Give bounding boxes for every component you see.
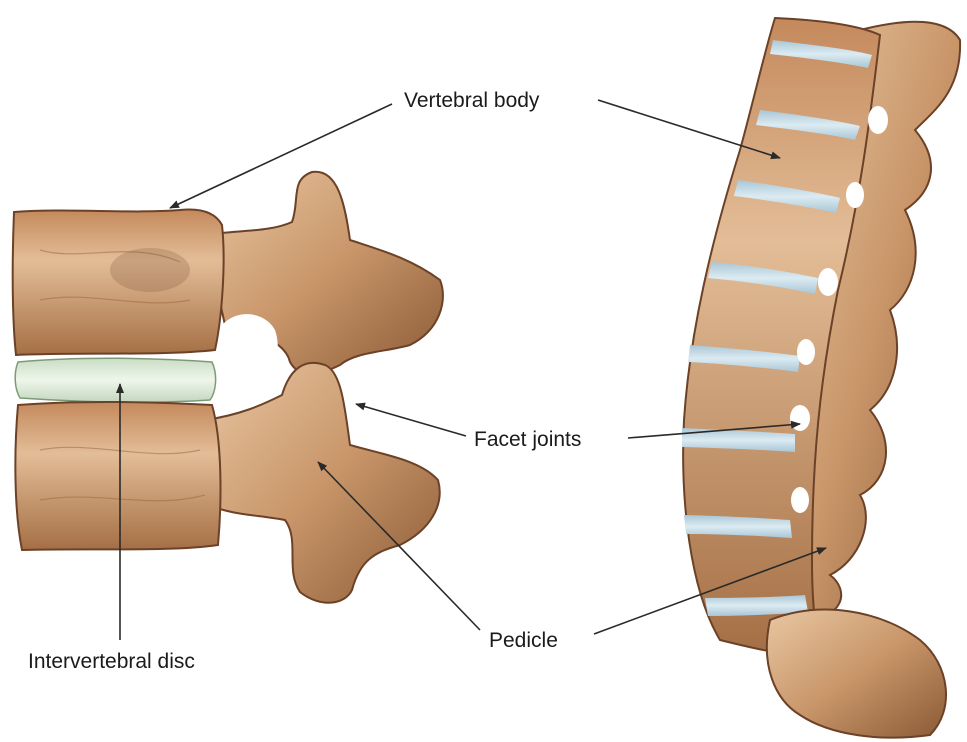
foramen-hole-1 (868, 106, 888, 134)
leader-facet-joints-left (356, 404, 466, 436)
foramen-hole-6 (791, 487, 809, 513)
vertebra-pair (13, 172, 443, 603)
foramen-hole-4 (797, 339, 815, 365)
foramen-hole-2 (846, 182, 864, 208)
foramen-hole-5 (790, 405, 810, 431)
bone-shadow-spot (110, 248, 190, 292)
foramen-hole-3 (818, 268, 838, 296)
label-vertebral-body: Vertebral body (404, 90, 539, 111)
spinal-column (682, 18, 960, 738)
label-pedicle: Pedicle (489, 630, 558, 651)
sacrum (767, 610, 946, 738)
intervertebral-disc-shape (15, 358, 215, 402)
label-intervertebral-disc: Intervertebral disc (28, 651, 195, 672)
leader-vertebral-body-left (170, 104, 392, 208)
label-facet-joints: Facet joints (474, 429, 581, 450)
foramen (222, 314, 278, 407)
lower-vertebral-body (15, 402, 220, 550)
